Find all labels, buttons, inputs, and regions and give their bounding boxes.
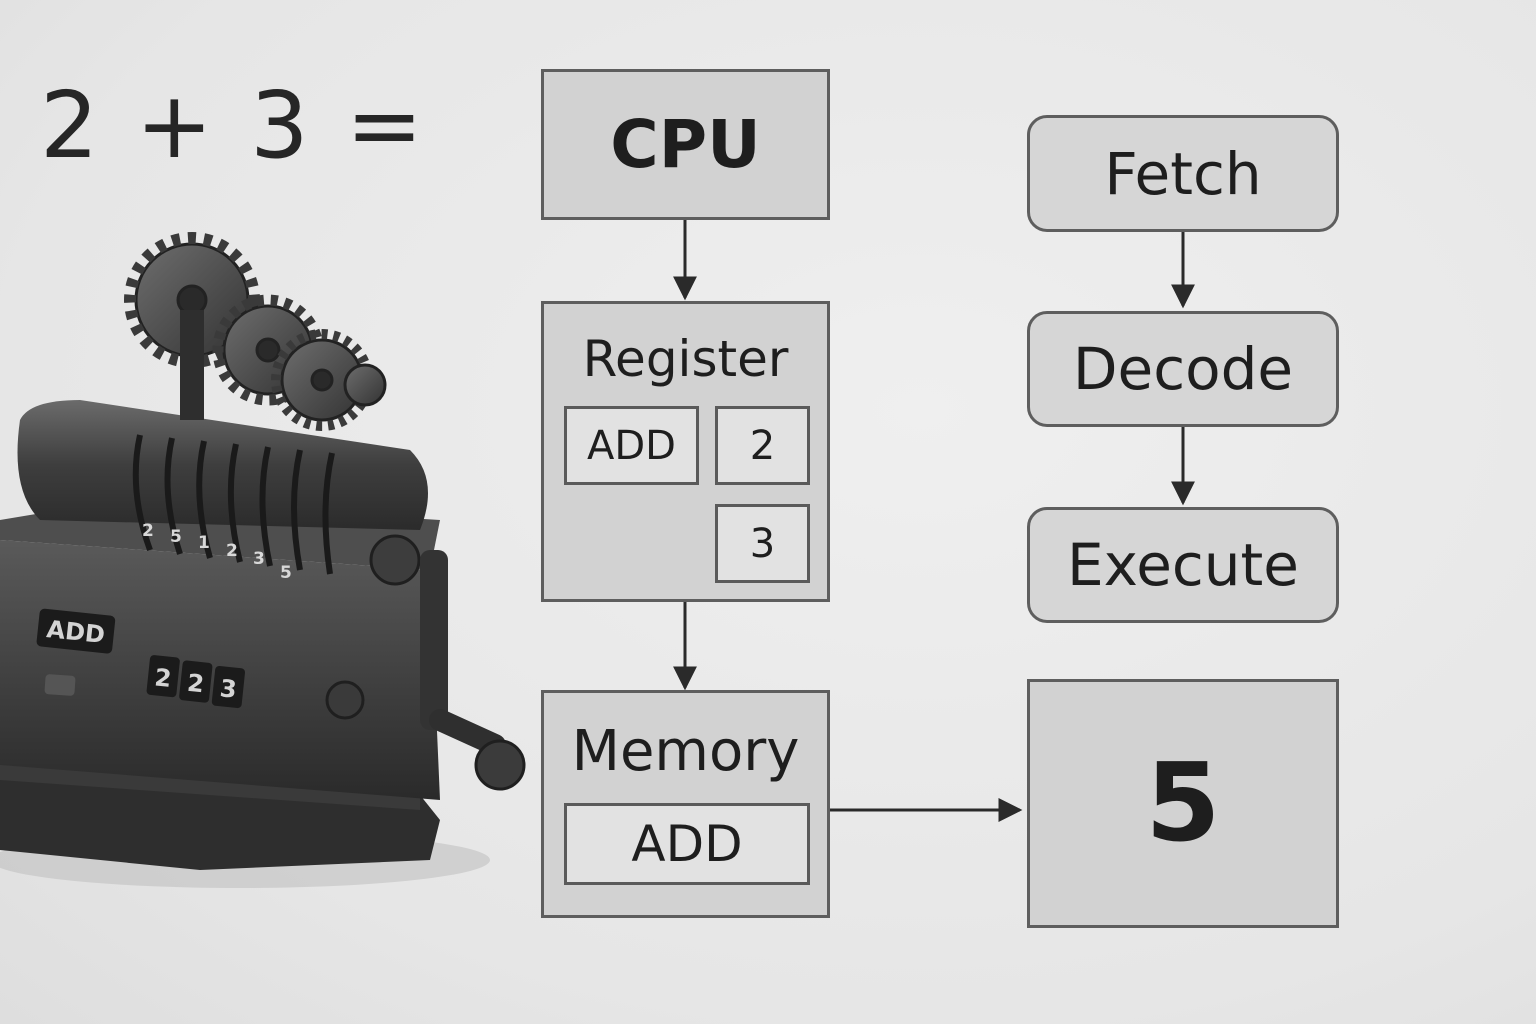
svg-text:2: 2 (153, 663, 173, 693)
svg-text:2: 2 (186, 669, 206, 699)
register-box: Register ADD 2 3 (541, 301, 830, 602)
register-operand-a-text: 2 (749, 422, 776, 469)
register-op-cell: ADD (564, 406, 699, 485)
memory-op-text: ADD (631, 815, 743, 873)
cpu-box: CPU (541, 69, 830, 220)
register-op-text: ADD (587, 422, 676, 469)
svg-text:2: 2 (142, 521, 154, 541)
memory-box: Memory ADD (541, 690, 830, 918)
memory-op-cell: ADD (564, 803, 810, 885)
memory-label: Memory (571, 719, 800, 784)
register-operand-b-cell: 3 (715, 504, 810, 583)
execute-label: Execute (1067, 531, 1299, 599)
equation-text: 2 + 3 = (40, 72, 427, 179)
pipeline-step-execute: Execute (1027, 507, 1339, 623)
cpu-label: CPU (610, 106, 761, 183)
svg-text:5: 5 (170, 527, 182, 547)
svg-text:2: 2 (226, 541, 238, 561)
svg-text:1: 1 (198, 533, 210, 553)
adding-machine-illustration: 2 5 1 2 3 5 ADD 2 2 3 (0, 232, 526, 888)
pipeline-step-fetch: Fetch (1027, 115, 1339, 232)
decode-label: Decode (1072, 335, 1294, 403)
svg-text:5: 5 (280, 563, 292, 583)
register-operand-b-text: 3 (749, 520, 776, 567)
result-box: 5 (1027, 679, 1339, 928)
fetch-label: Fetch (1104, 139, 1262, 208)
result-value: 5 (1145, 741, 1221, 866)
register-operand-a-cell: 2 (715, 406, 810, 485)
pipeline-step-decode: Decode (1027, 311, 1339, 427)
svg-text:3: 3 (218, 674, 238, 704)
svg-text:ADD: ADD (45, 615, 106, 649)
register-label: Register (582, 330, 789, 388)
svg-text:3: 3 (253, 549, 265, 569)
